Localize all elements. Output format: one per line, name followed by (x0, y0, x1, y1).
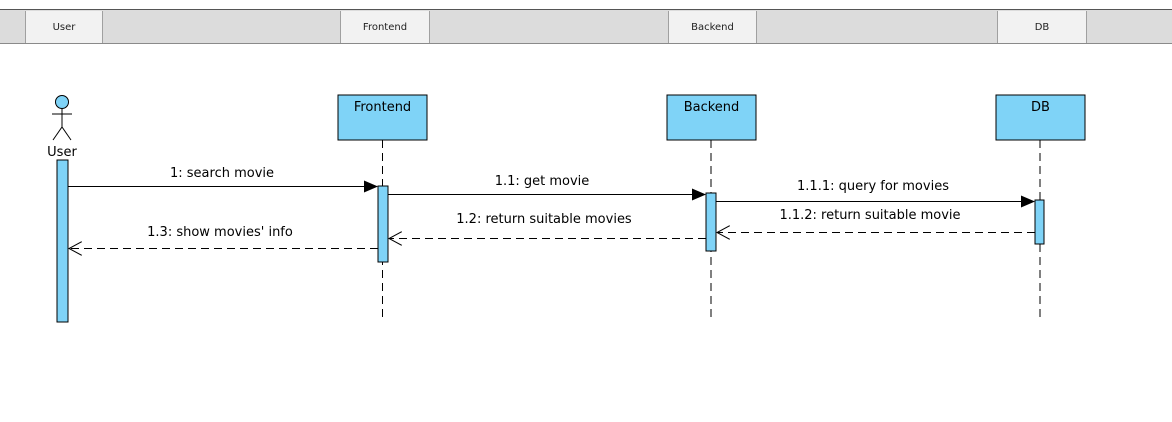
lifeline-label: Backend (684, 100, 740, 115)
message-show-movies-info[interactable]: 1.3: show movies' info (69, 225, 378, 249)
activation-bar-db[interactable] (1034, 199, 1045, 245)
header-column-label: DB (1034, 21, 1050, 33)
lifeline-backend[interactable]: Backend (666, 94, 757, 141)
actor-user[interactable]: User (47, 95, 77, 161)
message-label: 1.3: show movies' info (147, 225, 293, 240)
header-column-backend[interactable]: Backend (668, 11, 757, 43)
header-column-db[interactable]: DB (997, 11, 1087, 43)
activation-bar-backend[interactable] (705, 192, 717, 252)
header-bar (0, 9, 1172, 44)
message-query-for-movies[interactable]: 1.1.1: query for movies (716, 179, 1035, 208)
lifeline-head-box (995, 94, 1086, 141)
message-label: 1: search movie (170, 166, 274, 181)
lifeline-db[interactable]: DB (995, 94, 1086, 141)
activation-bar-frontend[interactable] (377, 185, 389, 263)
actor-label: User (47, 145, 77, 160)
header-column-user[interactable]: User (25, 11, 103, 43)
lifeline-head-box (337, 94, 428, 141)
message-search-movie[interactable]: 1: search movie (68, 166, 378, 193)
message-return-suitable-movie[interactable]: 1.1.2: return suitable movie (717, 208, 1035, 233)
actor-leg-left (52, 126, 63, 141)
actor-leg-right (61, 126, 72, 141)
header-column-label: User (52, 21, 76, 33)
message-return-suitable-movies[interactable]: 1.2: return suitable movies (389, 212, 706, 239)
message-label: 1.1: get movie (495, 174, 590, 189)
lifeline-label: Frontend (354, 100, 411, 115)
message-label: 1.1.1: query for movies (797, 179, 949, 194)
actor-head (55, 95, 69, 109)
lifeline-frontend[interactable]: Frontend (337, 94, 428, 141)
header-column-label: Backend (691, 21, 734, 33)
activation-bar-user[interactable] (56, 159, 69, 323)
message-get-movie[interactable]: 1.1: get movie (388, 174, 706, 201)
message-label: 1.2: return suitable movies (456, 212, 632, 227)
header-column-label: Frontend (362, 21, 408, 33)
lifeline-label: DB (1031, 100, 1050, 115)
header-column-frontend[interactable]: Frontend (340, 11, 430, 43)
message-label: 1.1.2: return suitable movie (779, 208, 960, 223)
